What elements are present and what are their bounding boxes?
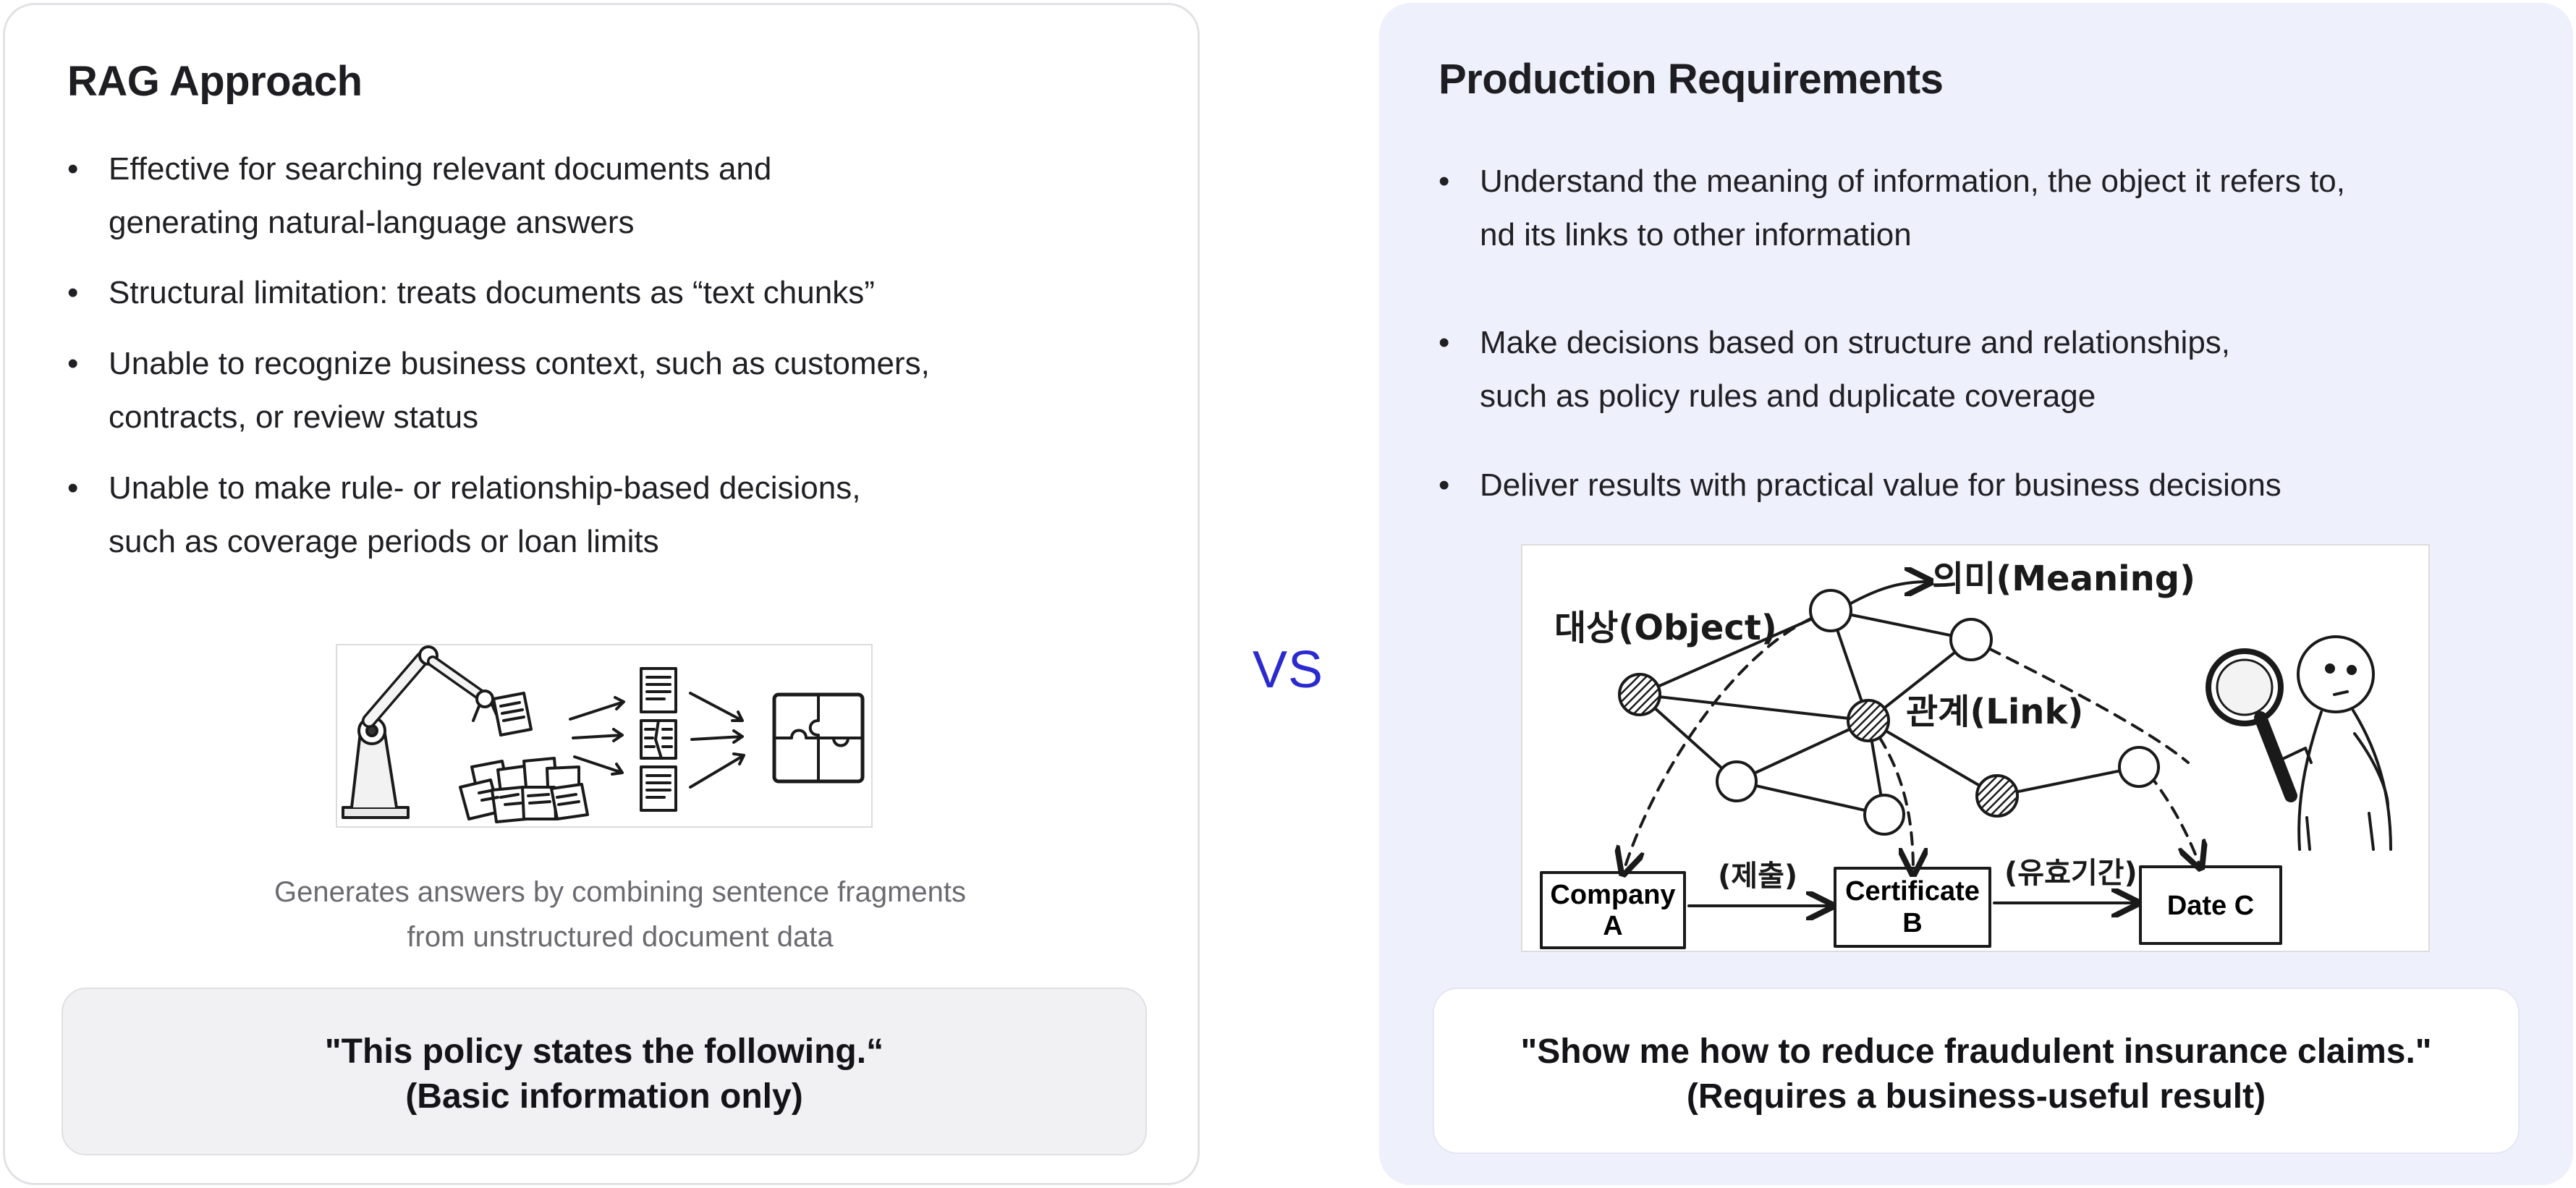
bullet-line: Effective for searching relevant documen… xyxy=(109,151,772,187)
rag-approach-panel: RAG Approach Effective for searching rel… xyxy=(3,3,1200,1185)
quote-line: (Basic information only) xyxy=(405,1077,803,1116)
bullet-line: Unable to recognize business context, su… xyxy=(109,346,930,381)
rag-caption: Generates answers by combining sentence … xyxy=(5,870,1235,959)
bullet-line: such as coverage periods or loan limits xyxy=(109,524,659,559)
bullet-item: Unable to make rule- or relationship-bas… xyxy=(67,462,860,569)
caption-line: from unstructured document data xyxy=(407,921,834,953)
date-c-label: Date C xyxy=(2167,891,2254,921)
assemble-arrows xyxy=(689,692,745,789)
chunk-arrows xyxy=(569,696,625,776)
knowledge-graph-illustration: 대상(Object) 의미(Meaning) 관계(Link) Company … xyxy=(1521,544,2430,952)
bullet-line: Make decisions based on structure and re… xyxy=(1480,325,2231,360)
validity-period-edge-label: (유효기간) xyxy=(2004,857,2138,890)
meaning-arrow xyxy=(1847,582,1928,606)
entity-arrows xyxy=(1687,903,2135,906)
robot-arm-documents-puzzle-drawing xyxy=(342,645,865,823)
bullet-line: Unable to make rule- or relationship-bas… xyxy=(109,470,861,506)
knowledge-graph-drawing: 대상(Object) 의미(Meaning) 관계(Link) Company … xyxy=(1540,559,2392,949)
graph-node-hatched xyxy=(1847,699,1890,742)
caption-line: Generates answers by combining sentence … xyxy=(274,876,967,908)
bullet-line: nd its links to other information xyxy=(1480,217,1912,253)
bullet-item: Unable to recognize business context, su… xyxy=(67,337,930,444)
production-requirements-title: Production Requirements xyxy=(1439,56,1944,103)
robot-arm-icon xyxy=(342,645,499,819)
investigator-with-magnifier-icon xyxy=(2206,635,2392,851)
rag-approach-title: RAG Approach xyxy=(67,58,363,105)
vs-label: VS xyxy=(1252,641,1324,699)
company-a-box xyxy=(1540,871,1686,949)
quote-line: "Show me how to reduce fraudulent insura… xyxy=(1520,1032,2432,1071)
bullet-item: Structural limitation: treats documents … xyxy=(67,266,875,320)
entity-boxes: Company A Certificate B Date C xyxy=(1540,865,2282,949)
bullet-line: Understand the meaning of information, t… xyxy=(1480,164,2345,199)
graph-node xyxy=(2118,746,2160,788)
bullet-item: Understand the meaning of information, t… xyxy=(1439,155,2345,262)
bullet-line: generating natural-language answers xyxy=(109,205,635,240)
company-a-letter: A xyxy=(1603,911,1622,941)
production-requirements-panel: Production Requirements Understand the m… xyxy=(1379,3,2573,1185)
meaning-label: 의미(Meaning) xyxy=(1932,559,2195,599)
graph-node xyxy=(1949,618,1993,661)
certificate-b-label: Certificate xyxy=(1845,876,1980,907)
puzzle-icon xyxy=(772,692,865,784)
graph-node xyxy=(1716,760,1758,802)
bullet-line: Deliver results with practical value for… xyxy=(1480,467,2281,503)
document-pile-icon xyxy=(459,692,589,823)
bullet-line: Structural limitation: treats documents … xyxy=(109,275,875,310)
quote-line: (Requires a business-useful result) xyxy=(1686,1077,2266,1116)
bullet-line: contracts, or review status xyxy=(109,399,479,435)
rag-example-quote-box: "This policy states the following.“ (Bas… xyxy=(62,988,1147,1155)
graph-node-hatched xyxy=(1618,673,1661,716)
text-chunk-pages-icon xyxy=(640,667,677,812)
graph-node-hatched xyxy=(1975,774,2019,818)
company-a-label: Company xyxy=(1550,880,1675,910)
bullet-item: Make decisions based on structure and re… xyxy=(1439,316,2230,423)
graph-node xyxy=(1863,794,1905,836)
certificate-b-letter: B xyxy=(1902,908,1922,938)
quote-line: "This policy states the following.“ xyxy=(324,1032,884,1071)
dashed-relationship-edges xyxy=(1624,609,2200,871)
bullet-item: Deliver results with practical value for… xyxy=(1439,459,2281,512)
rag-chunking-illustration xyxy=(336,644,873,828)
date-c-box xyxy=(2139,865,2282,945)
graph-nodes xyxy=(1618,589,2160,836)
certificate-b-box xyxy=(1834,867,1991,948)
graph-node xyxy=(1809,589,1852,632)
object-label: 대상(Object) xyxy=(1554,608,1777,648)
bullet-item: Effective for searching relevant documen… xyxy=(67,143,771,250)
production-example-quote-box: "Show me how to reduce fraudulent insura… xyxy=(1433,988,2520,1154)
link-label: 관계(Link) xyxy=(1906,692,2083,732)
submission-edge-label: (제출) xyxy=(1718,860,1797,893)
bullet-line: such as policy rules and duplicate cover… xyxy=(1480,378,2096,414)
